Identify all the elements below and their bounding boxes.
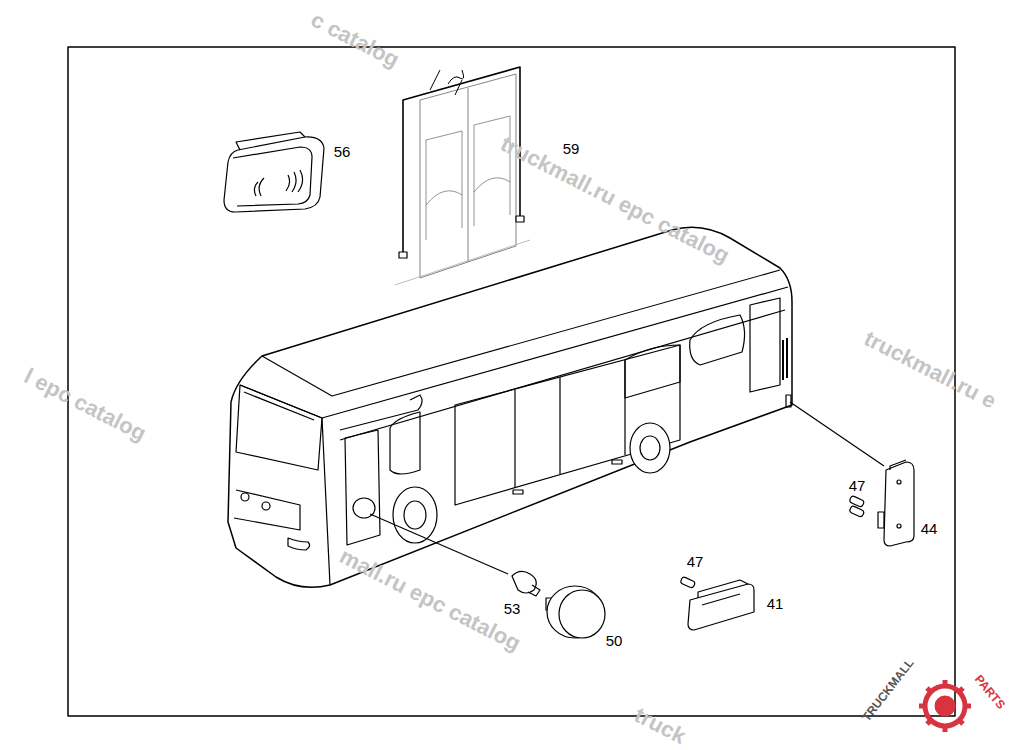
leader-line (790, 402, 884, 466)
bulb-47 (680, 495, 865, 588)
callout-number: 59 (563, 141, 580, 156)
callout-number: 41 (767, 596, 784, 611)
round-lamp-50 (546, 586, 605, 638)
logo-text: TRUCKMALL (860, 657, 916, 724)
watermark: truck (631, 704, 689, 748)
leader-line (370, 514, 508, 574)
marker-lamp-41 (688, 580, 754, 630)
frame (68, 47, 955, 716)
callout-number: 44 (921, 521, 938, 536)
callout-number: 53 (504, 601, 521, 616)
logo-text: PARTS (973, 673, 1008, 711)
door-wiring-59 (395, 67, 530, 285)
callout-number: 50 (606, 633, 623, 648)
watermark: mall.ru epc catalog (336, 545, 524, 655)
side-marker-44 (878, 460, 914, 546)
bus (228, 227, 792, 587)
lamp-56 (224, 132, 324, 212)
callout-number: 47 (849, 478, 866, 493)
watermark: c catalog (308, 9, 403, 72)
watermark: l epc catalog (21, 365, 150, 445)
logo-gear (919, 680, 971, 732)
bulb-53 (512, 571, 540, 596)
callout-number: 56 (334, 144, 351, 159)
watermark: truckmall.ru e (861, 327, 1000, 412)
callout-number: 47 (687, 554, 704, 569)
